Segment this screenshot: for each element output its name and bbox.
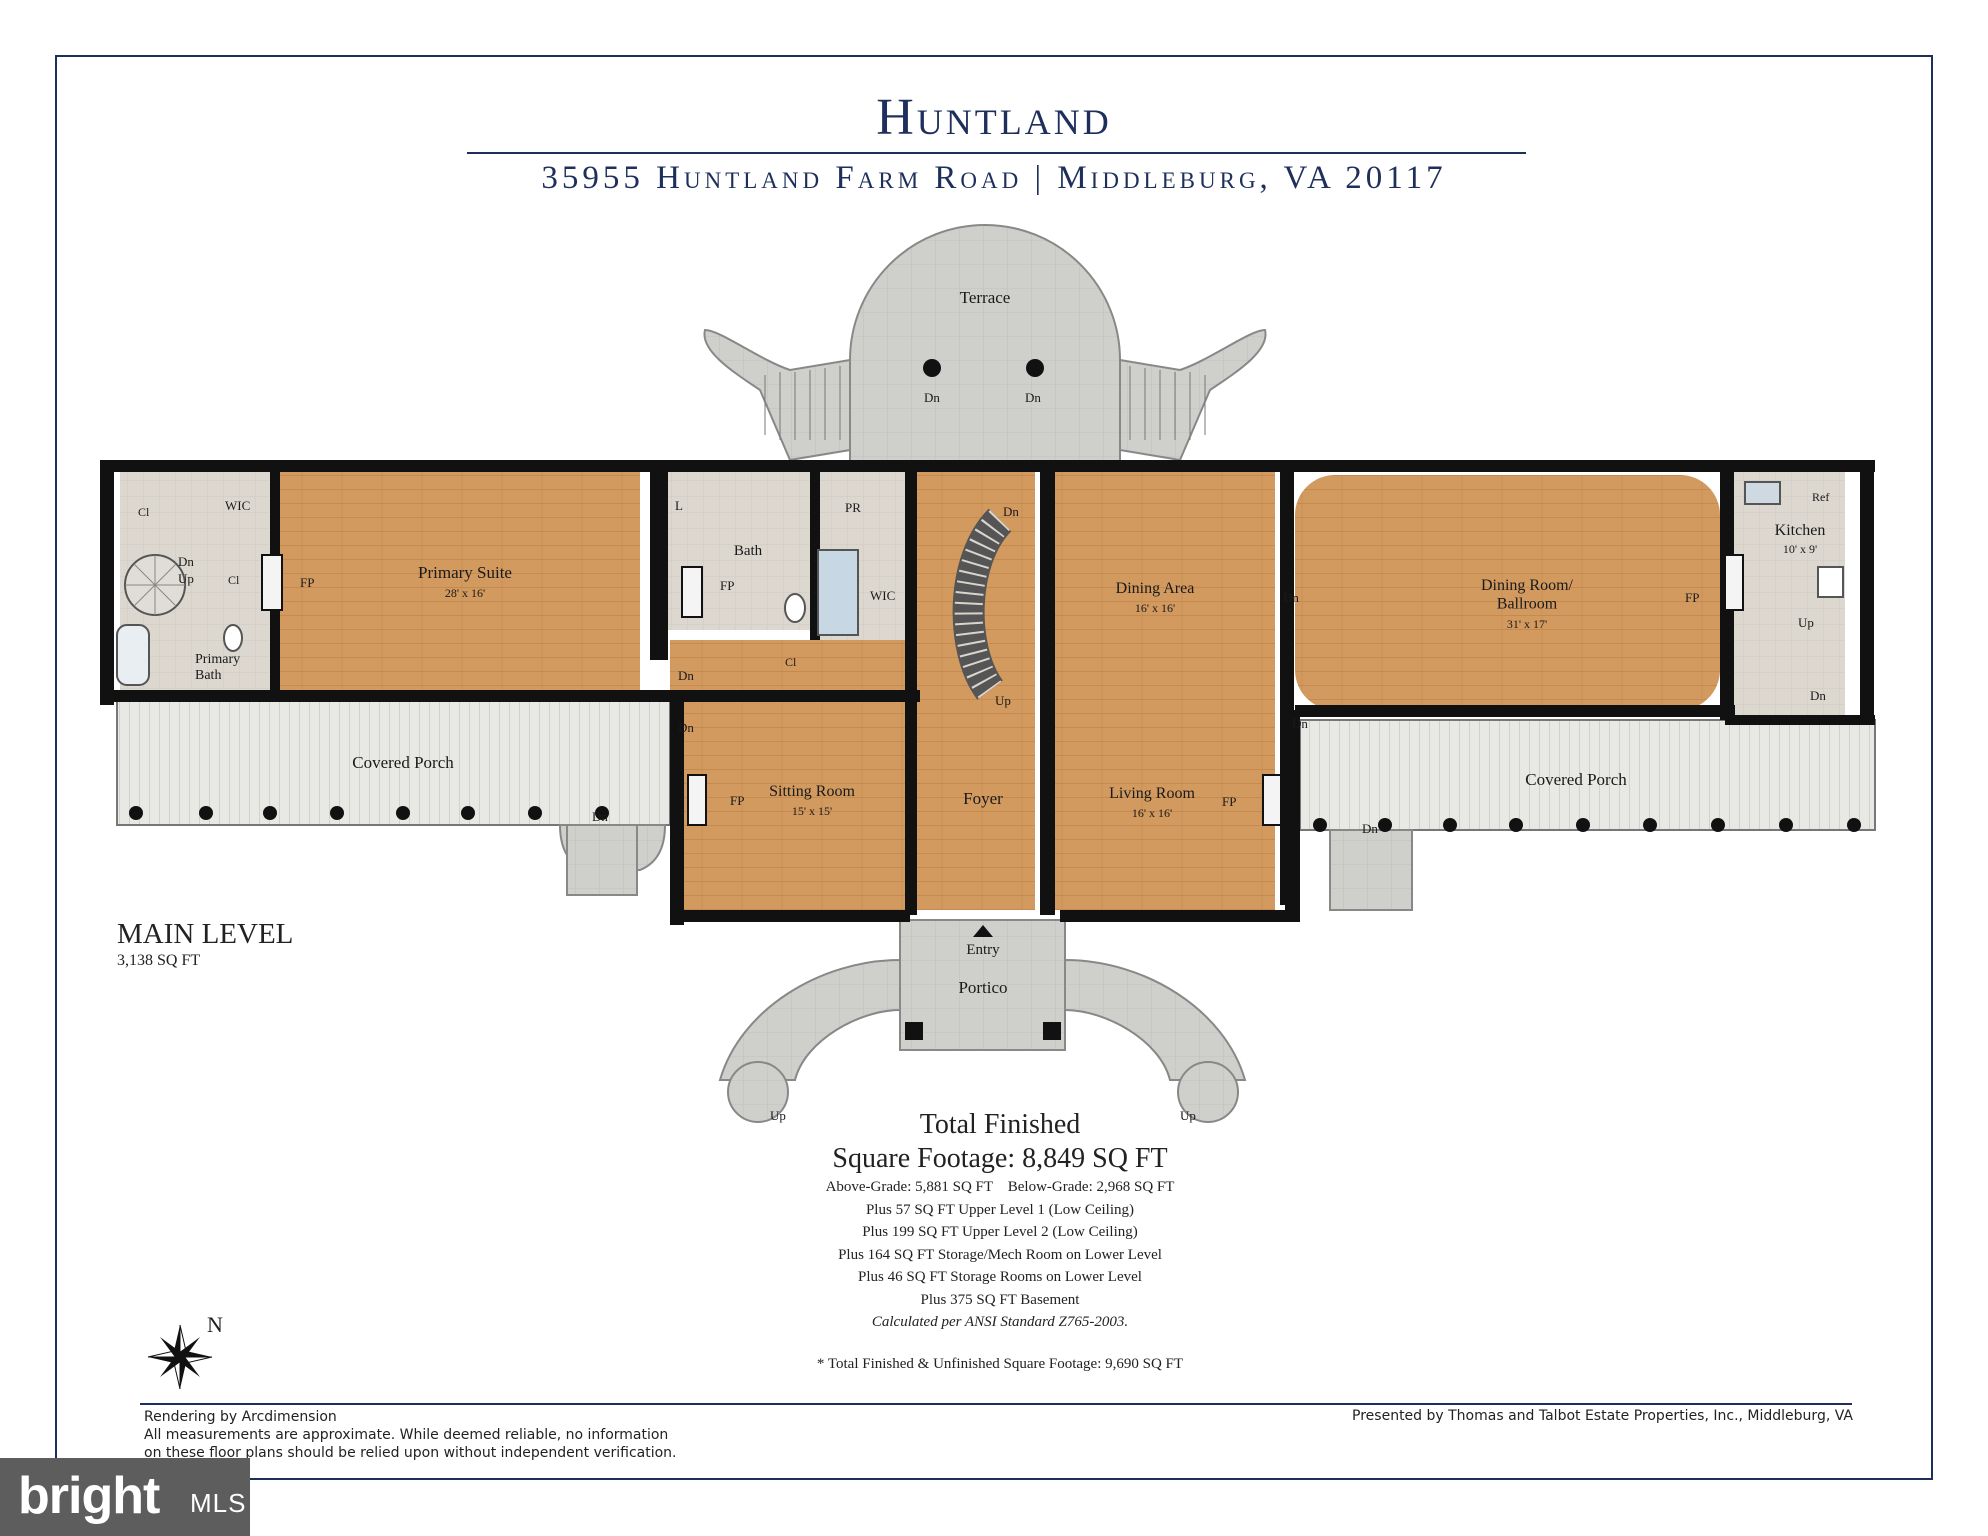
primary-suite-dims: 28' x 16' <box>445 586 485 600</box>
footer-divider <box>140 1403 1852 1405</box>
dn-label: Dn <box>924 390 940 405</box>
watermark-suffix: MLS <box>190 1488 247 1518</box>
compass-north-label: N <box>207 1312 223 1337</box>
totals-line: Above-Grade: 5,881 SQ FT Below-Grade: 2,… <box>825 1179 1175 1195</box>
covered-porch-right-label: Covered Porch <box>1525 770 1627 789</box>
bright-mls-watermark: bright MLS <box>0 1458 250 1536</box>
toilet-icon <box>784 593 806 623</box>
fp-label: FP <box>720 578 734 593</box>
watermark-brand: bright <box>18 1467 160 1525</box>
walls <box>100 460 1875 925</box>
sink-icon <box>1744 481 1781 505</box>
up-label: Up <box>1798 615 1814 630</box>
closet-label: Cl <box>785 655 797 669</box>
terrace-stairs-right <box>1129 366 1206 440</box>
kitchen-name: Kitchen <box>1775 522 1826 539</box>
page-title: Huntland <box>876 89 1112 146</box>
fp-label: FP <box>300 575 314 590</box>
dn-label: Dn <box>1003 504 1019 519</box>
dn-label: Dn <box>1283 590 1299 605</box>
covered-porch-left-label: Covered Porch <box>352 753 454 772</box>
sitting-room-name: Sitting Room <box>769 783 855 800</box>
porch-columns <box>129 806 1861 832</box>
entry-arrow-icon <box>973 925 993 937</box>
shower-icon <box>817 549 859 636</box>
dn-label: Dn <box>678 668 694 683</box>
terrace-stairs-left <box>764 366 841 440</box>
total-unfinished-note: * Total Finished & Unfinished Square Foo… <box>816 1356 1184 1372</box>
property-address: 35955 Huntland Farm Road | Middleburg, V… <box>541 160 1447 196</box>
dn-label: Dn <box>1292 716 1308 731</box>
powder-room-label: PR <box>845 500 861 515</box>
kitchen-dims: 10' x 9' <box>1783 542 1817 556</box>
ref-label: Ref <box>1812 490 1829 504</box>
dn-label: Dn <box>1810 688 1826 703</box>
rendering-credit: Rendering by Arcdimension All measuremen… <box>144 1408 677 1462</box>
bathtub-icon <box>116 624 150 686</box>
totals-line: Plus 57 SQ FT Upper Level 1 (Low Ceiling… <box>865 1201 1135 1218</box>
fixtures <box>116 481 1844 686</box>
dn-label: Dn <box>678 720 694 735</box>
terrace <box>703 224 1267 471</box>
totals-line: Plus 375 SQ FT Basement <box>920 1291 1080 1308</box>
up-label: Up <box>770 1108 786 1123</box>
foyer-staircase <box>952 508 1012 700</box>
dining-area-dims: 16' x 16' <box>1135 601 1175 615</box>
credit-line: All measurements are approximate. While … <box>144 1427 669 1443</box>
square-footage-summary: Total Finished Square Footage: 8,849 SQ … <box>740 1108 1260 1334</box>
dn-label: Dn <box>592 809 608 824</box>
totals-line: Plus 164 SQ FT Storage/Mech Room on Lowe… <box>838 1246 1162 1263</box>
foyer-label: Foyer <box>963 789 1003 808</box>
ballroom-dims: 31' x 17' <box>1507 617 1547 631</box>
range-icon <box>1817 566 1844 598</box>
bath-label: Bath <box>734 543 763 559</box>
fireplaces <box>261 554 1744 826</box>
totals-heading: Square Footage: 8,849 SQ FT <box>832 1143 1168 1174</box>
covered-porch-left <box>116 699 671 896</box>
fp-label: FP <box>1222 794 1236 809</box>
level-name: MAIN LEVEL <box>117 918 294 950</box>
toilet-icon <box>223 624 243 652</box>
totals-line: Plus 46 SQ FT Storage Rooms on Lower Lev… <box>858 1269 1142 1285</box>
primary-suite-name: Primary Suite <box>418 563 512 582</box>
portico <box>718 919 1247 1123</box>
wic-left-label: WIC <box>225 498 250 513</box>
laundry-label: L <box>675 498 683 513</box>
dn-label: Dn <box>1025 390 1041 405</box>
credit-line: Rendering by Arcdimension <box>144 1409 337 1425</box>
dining-area-name: Dining Area <box>1116 580 1195 597</box>
covered-porch-right <box>1299 719 1876 911</box>
presented-by: Presented by Thomas and Talbot Estate Pr… <box>1352 1408 1853 1424</box>
dn-label: Dn <box>178 554 194 569</box>
entry-label: Entry <box>966 942 1000 958</box>
wic-mid-label: WIC <box>870 588 895 603</box>
totals-line: Plus 199 SQ FT Upper Level 2 (Low Ceilin… <box>862 1224 1138 1240</box>
closet-label: Cl <box>228 573 240 587</box>
totals-heading: Total Finished <box>919 1109 1081 1140</box>
sitting-room-dims: 15' x 15' <box>792 804 832 818</box>
closet-label: Cl <box>138 505 150 519</box>
primary-spiral-stair <box>124 554 186 616</box>
title-divider <box>467 152 1526 154</box>
level-sqft: 3,138 SQ FT <box>117 952 201 969</box>
up-label: Up <box>995 693 1011 708</box>
compass-rose-icon <box>147 1324 213 1390</box>
terrace-label: Terrace <box>960 288 1011 307</box>
ballroom-name: Dining Room/Ballroom <box>1481 577 1574 612</box>
page-frame <box>55 55 1933 1480</box>
portico-label: Portico <box>958 978 1007 997</box>
fp-label: FP <box>1685 590 1699 605</box>
living-room-name: Living Room <box>1109 785 1195 802</box>
up-label: Up <box>178 571 194 586</box>
up-label: Up <box>1180 1108 1196 1123</box>
totals-calc-note: Calculated per ANSI Standard Z765-2003. <box>871 1314 1129 1330</box>
credit-line: on these floor plans should be relied up… <box>144 1445 677 1461</box>
living-room-dims: 16' x 16' <box>1132 806 1172 820</box>
dn-label: Dn <box>1362 821 1378 836</box>
fp-label: FP <box>730 793 744 808</box>
